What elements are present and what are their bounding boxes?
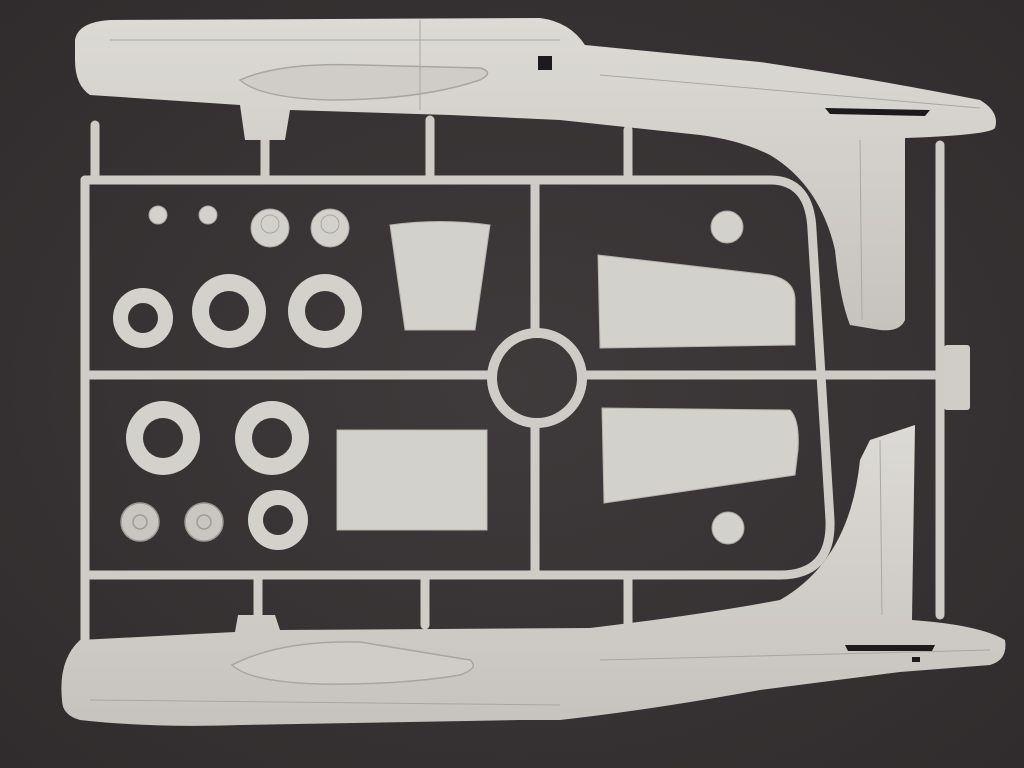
detailed-wheels — [120, 502, 224, 542]
elevator-top — [597, 254, 796, 349]
sprue-tab — [944, 345, 970, 410]
fuselage-bottom — [61, 425, 1006, 726]
fuselage-top — [75, 18, 996, 331]
panel-floor — [336, 429, 488, 531]
sprue-frame — [80, 115, 945, 645]
tires — [113, 274, 362, 550]
elevator-bottom — [601, 407, 799, 504]
wheel-hubs — [148, 205, 745, 545]
sprue-ring — [487, 328, 587, 428]
panel-trapezoid — [389, 221, 491, 331]
